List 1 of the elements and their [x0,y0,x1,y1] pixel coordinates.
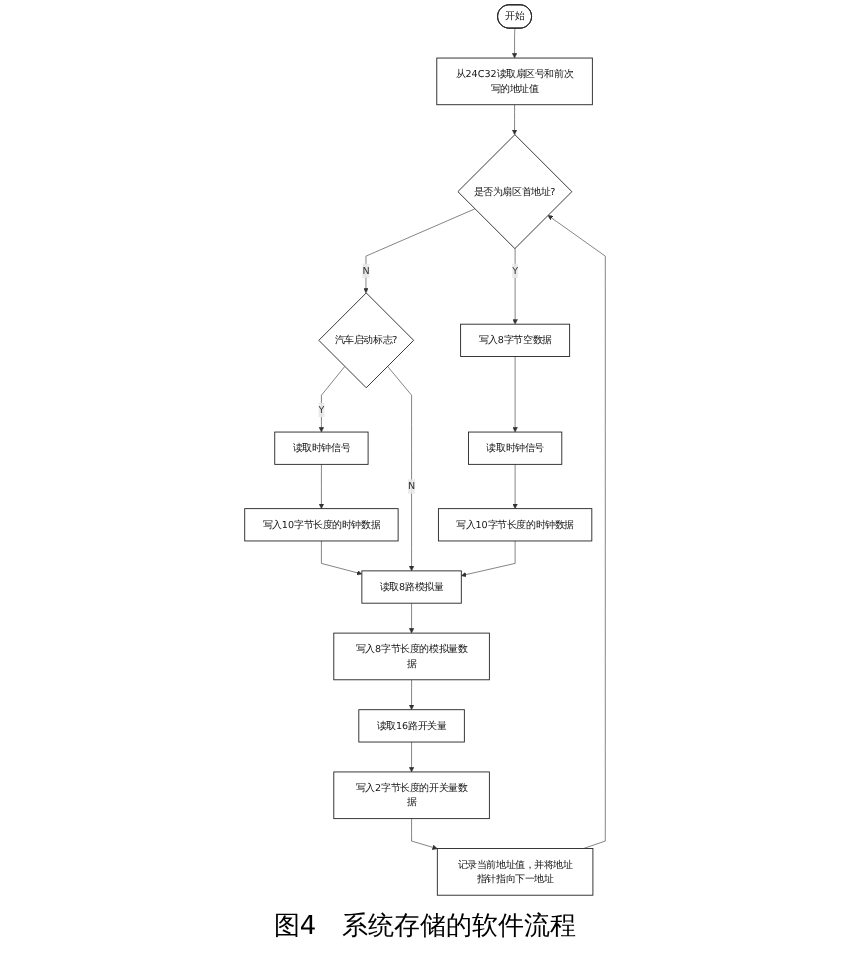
figure-caption: 图4 系统存储的软件流程 [271,910,579,946]
